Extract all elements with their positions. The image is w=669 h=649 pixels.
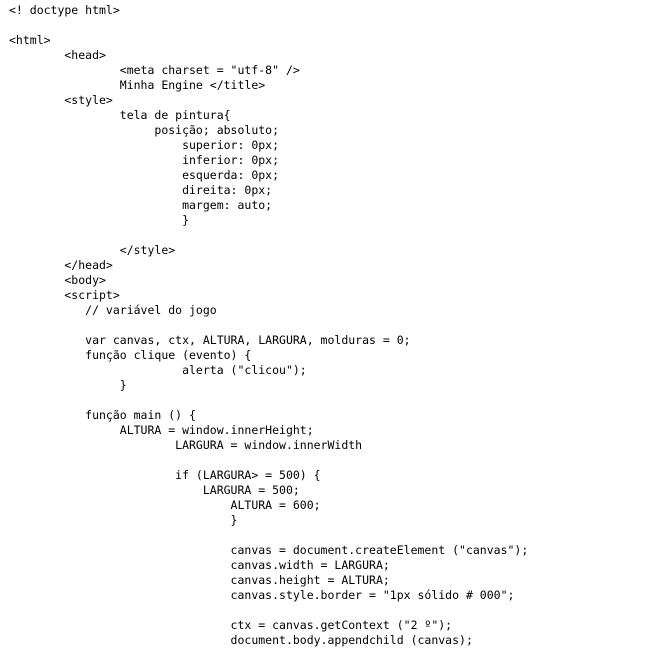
code-line: </head> <box>9 258 113 272</box>
code-line: ctx = canvas.getContext ("2 º"); <box>9 618 453 632</box>
code-line: superior: 0px; <box>9 138 280 152</box>
code-line: posição; absoluto; <box>9 123 280 137</box>
code-line: if (LARGURA> = 500) { <box>9 468 321 482</box>
code-line: } <box>9 378 127 392</box>
code-line: ALTURA = window.innerHeight; <box>9 423 314 437</box>
code-line: margem: auto; <box>9 198 273 212</box>
code-line: } <box>9 213 190 227</box>
code-line: <head> <box>9 48 106 62</box>
code-line: // variável do jogo <box>9 303 217 317</box>
code-line: direita: 0px; <box>9 183 273 197</box>
code-line: canvas = document.createElement ("canvas… <box>9 543 529 557</box>
code-line: canvas.height = ALTURA; <box>9 573 390 587</box>
code-line: canvas.width = LARGURA; <box>9 558 390 572</box>
code-line: </style> <box>9 243 176 257</box>
code-line: } <box>9 513 238 527</box>
code-line: função main () { <box>9 408 196 422</box>
code-line: <html> <box>9 33 51 47</box>
code-line: alerta ("clicou"); <box>9 363 307 377</box>
code-line: inferior: 0px; <box>9 153 280 167</box>
code-line: <meta charset = "utf-8" /> <box>9 63 300 77</box>
code-line: <body> <box>9 273 106 287</box>
code-line: LARGURA = window.innerWidth <box>9 438 363 452</box>
code-line: var canvas, ctx, ALTURA, LARGURA, moldur… <box>9 333 411 347</box>
code-line: <! doctype html> <box>9 3 120 17</box>
code-line: <style> <box>9 93 113 107</box>
code-line: document.body.appendchild (canvas); <box>9 633 473 647</box>
code-line: LARGURA = 500; <box>9 483 300 497</box>
code-line: função clique (evento) { <box>9 348 252 362</box>
code-line: tela de pintura{ <box>9 108 231 122</box>
code-line: ALTURA = 600; <box>9 498 321 512</box>
code-line: esquerda: 0px; <box>9 168 280 182</box>
code-line: canvas.style.border = "1px sólido # 000"… <box>9 588 515 602</box>
code-line: <script> <box>9 288 120 302</box>
code-line: Minha Engine </title> <box>9 78 266 92</box>
